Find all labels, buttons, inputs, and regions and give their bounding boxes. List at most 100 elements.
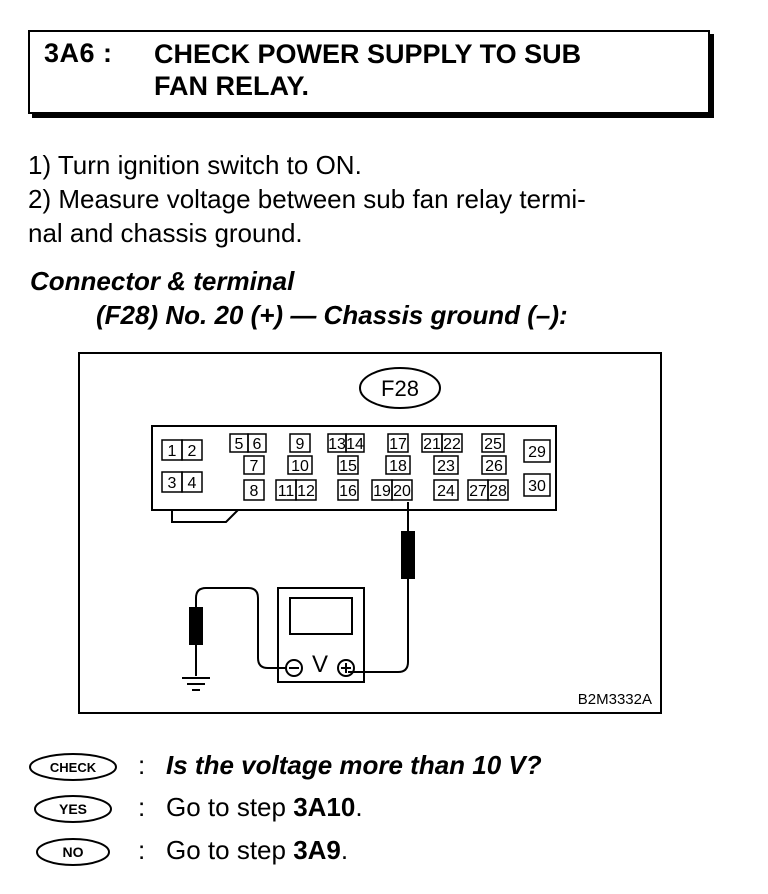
terminal-label-1: 1 [168,443,177,460]
no-suffix: . [340,835,349,865]
no-badge: NO [36,838,110,866]
connector-id-ellipse [359,367,441,409]
svg-text:YES: YES [59,801,87,817]
terminal-label-27: 27 [469,483,487,500]
svg-text:CHECK: CHECK [50,760,97,775]
terminal-cell-9 [289,433,311,453]
terminal-cell-7 [243,455,265,475]
chassis-ground-icon [182,677,210,691]
connector-label: Connector & terminal [30,266,295,296]
terminal-label-4: 4 [188,475,197,492]
terminal-cell-18 [385,455,411,475]
terminal-cell-26 [481,455,507,475]
terminal-label-26: 26 [485,458,503,475]
instruction-line-1: 1) Turn ignition switch to ON. [28,150,362,180]
positive-probe-wire [348,502,415,673]
terminal-label-23: 23 [437,458,455,475]
terminal-label-17: 17 [389,436,407,453]
terminal-label-7: 7 [250,458,259,475]
connector-housing [151,425,557,511]
title-box-shadow [32,114,714,118]
terminal-cell-10 [287,455,313,475]
step-title-line-2: FAN RELAY. [154,71,310,101]
terminal-label-18: 18 [389,458,407,475]
step-header: 3A6 : CHECK POWER SUPPLY TO SUB FAN RELA… [28,30,710,114]
no-prefix: Go to step [166,835,294,865]
terminal-label-2: 2 [188,443,197,460]
check-question: Is the voltage more than 10 V? [166,750,542,780]
terminal-cell-28 [487,479,509,501]
terminal-label-21: 21 [423,436,441,453]
terminal-cell-12 [295,479,317,501]
terminal-label-15: 15 [339,458,357,475]
terminal-cell-16 [337,479,359,501]
terminal-label-3: 3 [168,475,177,492]
yes-row: YES : Go to step 3A10. [28,790,728,830]
yes-suffix: . [355,792,363,822]
connector-f28 [151,425,557,523]
terminal-cell-17 [387,433,409,453]
terminal-label-9: 9 [296,436,305,453]
terminal-cell-2 [181,439,203,461]
terminal-cell-14 [345,433,365,453]
terminal-cell-15 [337,455,359,475]
no-action: Go to step 3A9. [166,835,348,866]
terminal-label-24: 24 [437,483,455,500]
terminal-cell-29 [523,439,551,463]
terminal-label-28: 28 [489,483,507,500]
terminal-label-8: 8 [250,483,259,500]
terminal-label-30: 30 [528,478,546,495]
terminal-label-16: 16 [339,483,357,500]
terminal-label-19: 19 [373,483,391,500]
step-id: 3A6 : [44,38,113,68]
no-step-link[interactable]: 3A9 [293,835,341,865]
yes-step-link[interactable]: 3A10 [293,792,356,822]
negative-probe-wire [189,587,286,676]
step-title: CHECK POWER SUPPLY TO SUB FAN RELAY. [154,38,694,102]
check-badge: CHECK [29,753,117,781]
terminal-label-5: 5 [235,436,244,453]
check-colon: : [138,750,146,780]
terminal-label-13: 13 [328,436,346,453]
no-colon: : [138,835,146,865]
instruction-line-2: 2) Measure voltage between sub fan relay… [28,184,586,214]
terminal-label-25: 25 [484,436,502,453]
connector-id-label: F28 [381,376,419,401]
diagram-frame [78,352,662,714]
connector-detail: (F28) No. 20 (+) — Chassis ground (–): [96,300,568,330]
terminal-label-12: 12 [297,483,315,500]
yes-prefix: Go to step [166,792,294,822]
terminal-cell-8 [243,479,265,501]
voltmeter [277,587,365,683]
terminal-label-6: 6 [253,436,262,453]
terminal-cell-24 [433,479,459,501]
terminal-cell-20 [391,479,413,501]
terminal-cell-30 [523,473,551,497]
terminal-cell-4 [181,471,203,493]
yes-badge: YES [34,795,112,823]
check-row: CHECK : Is the voltage more than 10 V? [28,748,728,788]
terminal-cell-22 [441,433,463,453]
yes-colon: : [138,792,146,822]
voltmeter-symbol: V [312,651,328,678]
yes-action: Go to step 3A10. [166,792,363,823]
terminal-label-14: 14 [346,436,364,453]
instruction-list: 1) Turn ignition switch to ON. 2) Measur… [28,148,718,250]
terminal-cell-23 [433,455,459,475]
svg-text:NO: NO [63,844,84,860]
connector-latch [171,509,239,523]
terminal-cell-6 [247,433,267,453]
terminal-label-20: 20 [393,483,411,500]
no-row: NO : Go to step 3A9. [28,833,728,873]
title-box-shadow-right [710,34,714,118]
terminal-label-11: 11 [278,483,295,500]
terminal-label-10: 10 [291,458,309,475]
step-title-line-1: CHECK POWER SUPPLY TO SUB [154,39,582,69]
instruction-line-3: nal and chassis ground. [28,218,303,248]
terminal-label-29: 29 [528,444,546,461]
terminal-label-22: 22 [443,436,461,453]
terminal-cell-25 [481,433,505,453]
figure-code: B2M3332A [578,691,652,708]
